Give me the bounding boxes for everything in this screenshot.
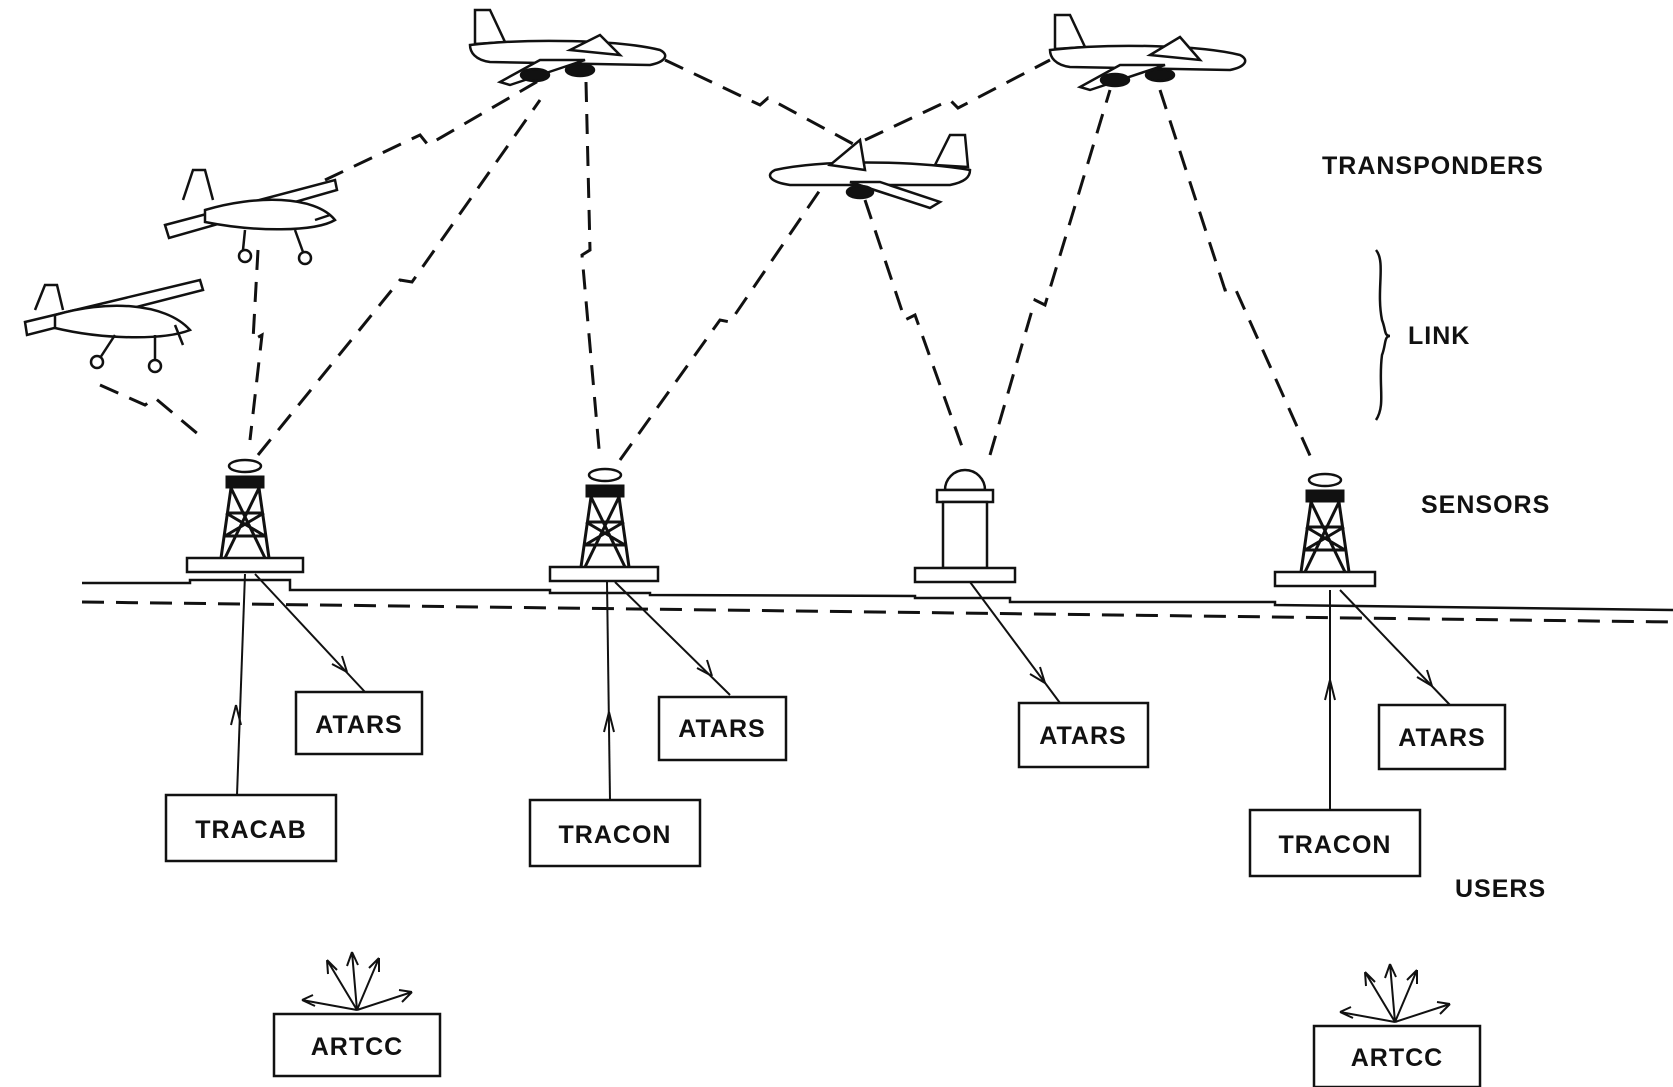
link-line bbox=[256, 99, 542, 456]
arrow-icon bbox=[1416, 669, 1433, 687]
link-line bbox=[988, 89, 1112, 456]
tracon-label: TRACON bbox=[559, 821, 672, 849]
jet-plane-icon bbox=[1048, 13, 1247, 92]
radio-links bbox=[99, 58, 1314, 461]
atars-label: ATARS bbox=[1398, 724, 1485, 752]
dome-sensor-icon bbox=[913, 468, 1017, 584]
link-line bbox=[580, 81, 602, 461]
link-label: LINK bbox=[1408, 322, 1470, 350]
link-line bbox=[664, 58, 856, 147]
link-line bbox=[99, 383, 206, 442]
users-label: USERS bbox=[1455, 875, 1546, 903]
link-line bbox=[1158, 89, 1314, 461]
wire bbox=[606, 581, 611, 801]
artcc-box-1: ARTCC bbox=[272, 1012, 442, 1078]
jet-plane-icon bbox=[768, 133, 972, 210]
link-line bbox=[863, 199, 967, 456]
atars-box-4: ATARS bbox=[1377, 703, 1507, 771]
wire bbox=[236, 573, 246, 796]
link-line bbox=[324, 78, 541, 182]
arrow-icon bbox=[1324, 679, 1336, 701]
arrow-icon bbox=[331, 655, 348, 673]
link-line bbox=[248, 249, 264, 441]
atars-label: ATARS bbox=[315, 711, 402, 739]
link-line bbox=[864, 58, 1051, 142]
broadcast-arrows-icon bbox=[1339, 963, 1451, 1023]
artcc-box-2: ARTCC bbox=[1312, 1024, 1482, 1087]
artcc-label: ARTCC bbox=[1351, 1044, 1444, 1072]
broadcast-arrows-icon bbox=[301, 951, 413, 1011]
tracon-box-1: TRACON bbox=[528, 798, 702, 868]
atars-box-1: ATARS bbox=[294, 690, 424, 756]
wire bbox=[254, 573, 366, 693]
link-brace bbox=[1374, 249, 1391, 421]
arrow-icon bbox=[230, 704, 242, 726]
tracab-box: TRACAB bbox=[164, 793, 338, 863]
transponders-label: TRANSPONDERS bbox=[1322, 152, 1544, 180]
atars-label: ATARS bbox=[678, 715, 765, 743]
tracab-label: TRACAB bbox=[195, 816, 307, 844]
arrow-icon bbox=[603, 711, 615, 733]
ground-line bbox=[82, 578, 1673, 612]
small-plane-icon bbox=[23, 278, 205, 374]
atars-label: ATARS bbox=[1039, 722, 1126, 750]
small-plane-icon bbox=[163, 168, 339, 266]
radar-tower-icon bbox=[548, 467, 660, 583]
atars-box-2: ATARS bbox=[657, 695, 788, 762]
arrow-icon bbox=[696, 659, 713, 677]
connector-wires bbox=[230, 573, 1451, 810]
jet-plane-icon bbox=[468, 8, 667, 87]
ground-dashed-line bbox=[81, 600, 1673, 624]
atars-box-3: ATARS bbox=[1017, 701, 1150, 769]
wire bbox=[969, 581, 1061, 704]
artcc-label: ARTCC bbox=[311, 1033, 404, 1061]
radar-tower-icon bbox=[185, 458, 305, 574]
arrow-icon bbox=[1029, 666, 1046, 684]
wire bbox=[614, 581, 731, 696]
link-line bbox=[618, 189, 822, 461]
tracon-box-2: TRACON bbox=[1248, 808, 1422, 878]
radar-tower-icon bbox=[1273, 472, 1377, 588]
tracon-label: TRACON bbox=[1279, 831, 1392, 859]
sensors-label: SENSORS bbox=[1421, 491, 1550, 519]
